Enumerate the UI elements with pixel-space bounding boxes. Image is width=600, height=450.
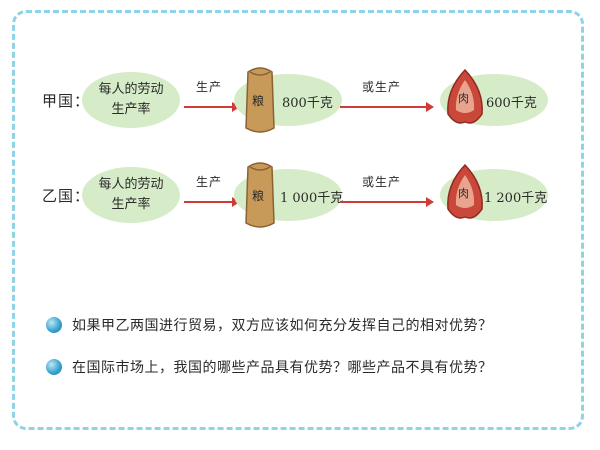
country-label: 甲国： [42, 92, 91, 110]
question-text: 如果甲乙两国进行贸易，双方应该如何充分发挥自己的相对优势？ [72, 318, 493, 334]
meat-amount: 600千克 [486, 96, 537, 111]
rate-ellipse [82, 72, 180, 128]
rate-label: 每人的劳动 生产率 [98, 177, 164, 212]
question-item: 在国际市场上，我国的哪些产品具有优势？哪些产品不具有优势？ [46, 357, 493, 377]
grain-sack-icon [245, 162, 275, 228]
alt-produce-label: 或生产 [362, 80, 402, 94]
bullet-icon [46, 317, 62, 333]
meat-icon [447, 163, 483, 219]
grain-amount: 800千克 [282, 96, 333, 111]
meat-amount: 1 200千克 [484, 191, 548, 206]
row-country-b: 乙国： 每人的劳动 生产率 生产 粮 1 000千克 或生产 肉 1 200千克 [0, 155, 600, 235]
grain-char: 粮 [252, 189, 265, 203]
row-country-a: 甲国： 每人的劳动 生产率 生产 粮 800千克 或生产 肉 600千克 [0, 60, 600, 140]
produce-label: 生产 [196, 175, 223, 189]
alt-produce-arrow [340, 197, 434, 207]
produce-arrow [184, 197, 240, 207]
produce-arrow [184, 102, 240, 112]
rate-label: 每人的劳动 生产率 [98, 82, 164, 117]
meat-icon [447, 68, 483, 124]
rate-ellipse [82, 167, 180, 223]
grain-sack-icon [245, 67, 275, 133]
country-label: 乙国： [42, 187, 91, 205]
alt-produce-arrow [340, 102, 434, 112]
meat-char: 肉 [458, 92, 469, 105]
alt-produce-label: 或生产 [362, 175, 402, 189]
grain-char: 粮 [252, 94, 265, 108]
question-text: 在国际市场上，我国的哪些产品具有优势？哪些产品不具有优势？ [72, 360, 493, 376]
produce-label: 生产 [196, 80, 223, 94]
question-item: 如果甲乙两国进行贸易，双方应该如何充分发挥自己的相对优势？ [46, 315, 493, 335]
meat-char: 肉 [458, 187, 469, 200]
bullet-icon [46, 359, 62, 375]
grain-amount: 1 000千克 [280, 191, 344, 206]
